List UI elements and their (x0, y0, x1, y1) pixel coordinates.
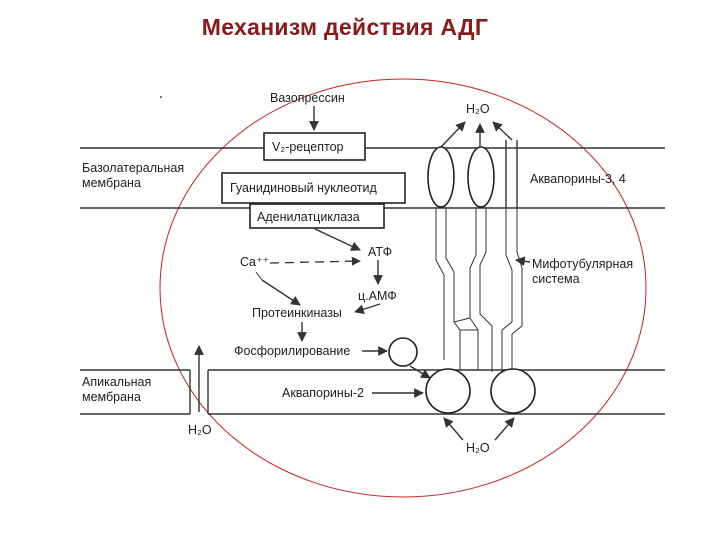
guanidine-box (221, 172, 406, 204)
guanidine-label: Гуанидиновый нуклеотид (230, 181, 377, 195)
atp-label: АТФ (368, 245, 392, 259)
calcium-label: Ca⁺⁺ (240, 255, 269, 269)
page-title: Механизм действия АДГ (201, 14, 489, 40)
v2-receptor-label: V₂-рецептор (272, 140, 344, 154)
aquaporin2-left (425, 368, 471, 414)
h2o-top-label: H₂O (466, 102, 490, 116)
phosphate-circle (388, 337, 418, 367)
highlight-circle (159, 78, 647, 498)
apical-membrane-lines (80, 369, 665, 415)
basolateral-label-line1: Базолатеральная (82, 161, 184, 175)
cyclase-to-atp-arrow (314, 228, 361, 251)
microtubular-label-line1: Мифотубулярная (532, 257, 633, 271)
ca-to-kinases-arrow (261, 279, 301, 306)
phosphate-to-channel-arrow (409, 365, 431, 379)
aquaporins2-label: Аквапорины-2 (282, 386, 364, 400)
adenylate-cyclase-box (249, 203, 385, 229)
vasopressin-label: Вазопрессин (270, 91, 345, 105)
aquaporin34-channel (505, 140, 518, 208)
aquaporins34-label: Аквапорины-3, 4 (530, 172, 626, 186)
aquaporin-top-left (427, 146, 455, 208)
microtubular-label-line2: система (532, 272, 580, 286)
water-top-arrow-left (440, 121, 466, 148)
camp-label: ц.АМФ (358, 289, 397, 303)
stray-dot (160, 96, 162, 98)
apical-label-line2: мембрана (82, 390, 141, 404)
camp-to-kinases-arrow (354, 303, 381, 314)
adenylate-cyclase-label: Аденилатциклаза (257, 210, 360, 224)
microtubular-arrow (515, 256, 531, 267)
microtubular-system (435, 207, 523, 372)
water-top-arrow-right (492, 121, 513, 141)
water-bottom-arrow-left (443, 417, 464, 441)
aquaporin2-right (490, 368, 536, 414)
water-bottom-arrow-right (494, 417, 515, 441)
h2o-bottom-label: H₂O (466, 441, 490, 455)
aquaporin-top-right (467, 146, 495, 208)
calcium-tick (255, 271, 263, 281)
apical-label-line1: Апикальная (82, 375, 151, 389)
calcium-dashed-arrow (269, 256, 361, 266)
h2o-left-label: H₂O (188, 423, 212, 437)
protein-kinases-label: Протеинкиназы (252, 306, 342, 320)
v2-receptor-box (263, 132, 366, 161)
phosphorylation-label: Фосфорилирование (234, 344, 350, 358)
basolateral-label-line2: мембрана (82, 176, 141, 190)
